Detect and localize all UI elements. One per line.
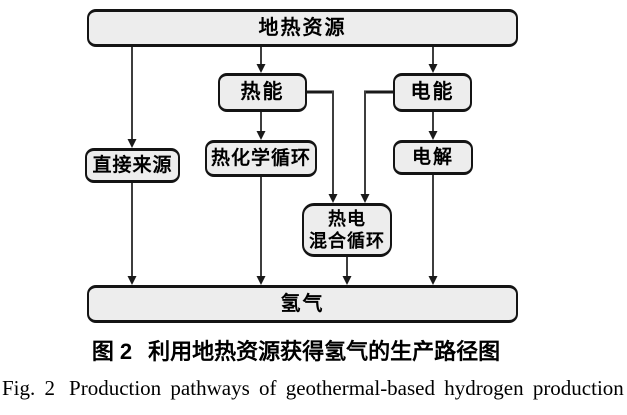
figure-number-cn: 图 2 — [91, 339, 133, 364]
node-thermal-label: 热能 — [240, 81, 285, 103]
node-direct-source: 直接来源 — [85, 148, 180, 183]
figure-title-cn: 利用地热资源获得氢气的生产路径图 — [148, 339, 501, 364]
node-electrolysis-label: 电解 — [411, 146, 454, 168]
node-electrolysis: 电解 — [393, 140, 473, 175]
figure-title-en: Production pathways of geothermal-based … — [69, 376, 624, 400]
node-thermal-energy: 热能 — [218, 73, 307, 112]
node-thermoelectric-hybrid-cycle: 热电 混合循环 — [302, 203, 392, 257]
node-thermochemical-cycle: 热化学循环 — [205, 140, 317, 177]
node-hybrid-label-line2: 混合循环 — [309, 231, 385, 251]
figure-caption-english: Fig. 2 Production pathways of geothermal-… — [2, 376, 627, 401]
node-hydrogen: 氢气 — [87, 285, 518, 323]
node-electric-label: 电能 — [410, 81, 455, 103]
figure-caption-chinese: 图 2 利用地热资源获得氢气的生产路径图 — [0, 334, 592, 366]
node-electric-energy: 电能 — [393, 73, 472, 112]
node-direct-label: 直接来源 — [92, 154, 173, 176]
node-geothermal-resources: 地热资源 — [87, 9, 518, 47]
node-thermochemical-label: 热化学循环 — [210, 147, 311, 169]
node-geothermal-label: 地热资源 — [258, 16, 347, 39]
node-hybrid-label-line1: 热电 — [328, 208, 366, 229]
figure-number-en: Fig. 2 — [2, 376, 56, 400]
node-hydrogen-label: 氢气 — [280, 292, 325, 315]
